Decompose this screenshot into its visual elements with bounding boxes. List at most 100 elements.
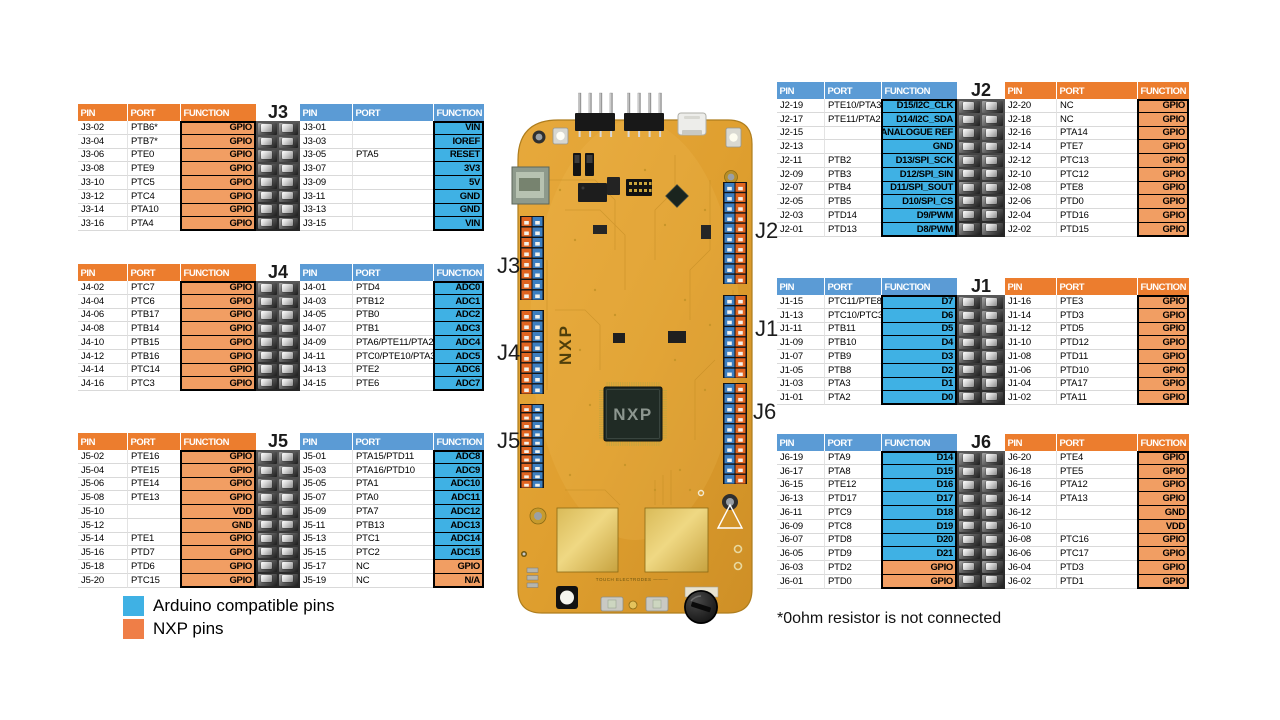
- connector-socket: [258, 323, 277, 335]
- function-cell: ADC0: [434, 281, 484, 295]
- connector-socket: [258, 479, 277, 491]
- function-cell: ADC9: [434, 463, 484, 478]
- function-cell: GPIO: [181, 121, 256, 135]
- column-header-port: PORT: [353, 104, 434, 121]
- function-cell: D17: [882, 492, 957, 506]
- connector-socket: [959, 155, 980, 167]
- port-cell: [353, 217, 434, 231]
- port-cell: [1057, 519, 1138, 534]
- pin-cell: J3-09: [300, 176, 353, 190]
- function-cell: ADC3: [434, 322, 484, 336]
- function-cell: GPIO: [1138, 99, 1189, 113]
- pin-cell: J6-16: [1005, 478, 1057, 493]
- connector-socket: [959, 493, 980, 506]
- function-cell: GPIO: [181, 281, 256, 295]
- connector-socket: [982, 155, 1003, 167]
- function-cell: GPIO: [1138, 308, 1189, 323]
- connector-socket: [279, 533, 298, 545]
- function-cell: GND: [434, 203, 484, 218]
- function-cell: D2: [882, 363, 957, 378]
- pin-cell: J6-02: [1005, 574, 1057, 589]
- connector-title-j4: J4: [256, 262, 300, 282]
- connector-graphic-j5: [256, 450, 300, 588]
- port-cell: PTB7*: [128, 134, 181, 149]
- pin-cell: J1-14: [1005, 308, 1057, 323]
- port-cell: NC: [1057, 99, 1138, 113]
- function-cell: ADC7: [434, 377, 484, 391]
- function-cell: ADC4: [434, 336, 484, 350]
- function-cell: GPIO: [181, 162, 256, 176]
- pin-cell: J6-15: [777, 478, 825, 493]
- function-cell: D1: [882, 377, 957, 392]
- column-header-pin: PIN: [1005, 82, 1057, 99]
- tact-buttons: [600, 596, 669, 612]
- pin-cell: J6-10: [1005, 519, 1057, 534]
- pin-cell: J6-01: [777, 574, 825, 589]
- column-header-function: FUNCTION: [882, 278, 957, 295]
- column-header-function: FUNCTION: [1138, 82, 1189, 99]
- port-cell: PTC5: [128, 176, 181, 190]
- function-cell: D19: [882, 519, 957, 534]
- port-cell: [128, 518, 181, 533]
- connector-socket: [959, 520, 980, 533]
- port-cell: PTE8: [1057, 181, 1138, 196]
- function-cell: GPIO: [1138, 181, 1189, 196]
- function-cell: 5V: [434, 176, 484, 190]
- pin-cell: J6-13: [777, 492, 825, 506]
- pin-cell: J5-18: [78, 560, 128, 574]
- function-cell: ADC11: [434, 491, 484, 505]
- connector-socket: [258, 573, 277, 586]
- pin-cell: J6-11: [777, 506, 825, 520]
- connector-socket: [279, 190, 298, 202]
- port-cell: [825, 140, 882, 154]
- pin-cell: J6-17: [777, 464, 825, 479]
- top-pin-headers: [575, 113, 664, 137]
- function-cell: D10/SPI_CS: [882, 195, 957, 209]
- port-cell: PTD9: [825, 547, 882, 561]
- port-cell: PTE3: [1057, 295, 1138, 309]
- port-cell: PTD3: [1057, 308, 1138, 323]
- arduino-pins-label: Arduino compatible pins: [153, 596, 335, 615]
- pin-cell: J2-07: [777, 181, 825, 196]
- connector-socket: [959, 378, 980, 390]
- pin-cell: J4-16: [78, 377, 128, 391]
- port-cell: PTC9: [825, 506, 882, 520]
- function-cell: GPIO: [1138, 126, 1189, 141]
- port-cell: PTA0: [353, 491, 434, 505]
- connector-socket: [279, 123, 298, 135]
- connector-socket: [279, 560, 298, 572]
- port-cell: PTD4: [353, 281, 434, 295]
- port-cell: PTD3: [1057, 561, 1138, 575]
- pin-cell: J4-10: [78, 336, 128, 350]
- pin-cell: J5-03: [300, 463, 353, 478]
- connector-socket: [258, 310, 277, 322]
- port-cell: PTB6*: [128, 121, 181, 135]
- pin-cell: J3-13: [300, 203, 353, 218]
- pin-cell: J6-14: [1005, 492, 1057, 506]
- port-cell: PTA3: [825, 377, 882, 392]
- port-cell: PTC10/PTC3: [825, 308, 882, 323]
- connector-socket: [982, 391, 1003, 403]
- pin-cell: J1-03: [777, 377, 825, 392]
- port-cell: PTE16: [128, 450, 181, 464]
- pin-cell: J1-13: [777, 308, 825, 323]
- function-cell: D16: [882, 478, 957, 493]
- connector-socket: [279, 573, 298, 586]
- port-cell: PTC17: [1057, 547, 1138, 561]
- connector-title-j1: J1: [957, 276, 1005, 296]
- port-cell: PTA8: [825, 464, 882, 479]
- connector-socket: [258, 177, 277, 189]
- pin-cell: J3-11: [300, 189, 353, 204]
- port-cell: PTA1: [353, 477, 434, 492]
- column-header-port: PORT: [353, 264, 434, 281]
- column-header-port: PORT: [1057, 434, 1138, 451]
- function-cell: GND: [1138, 506, 1189, 520]
- connector-socket: [959, 561, 980, 573]
- function-cell: D11/SPI_SOUT: [882, 181, 957, 196]
- pin-cell: J5-01: [300, 450, 353, 464]
- pin-cell: J5-02: [78, 450, 128, 464]
